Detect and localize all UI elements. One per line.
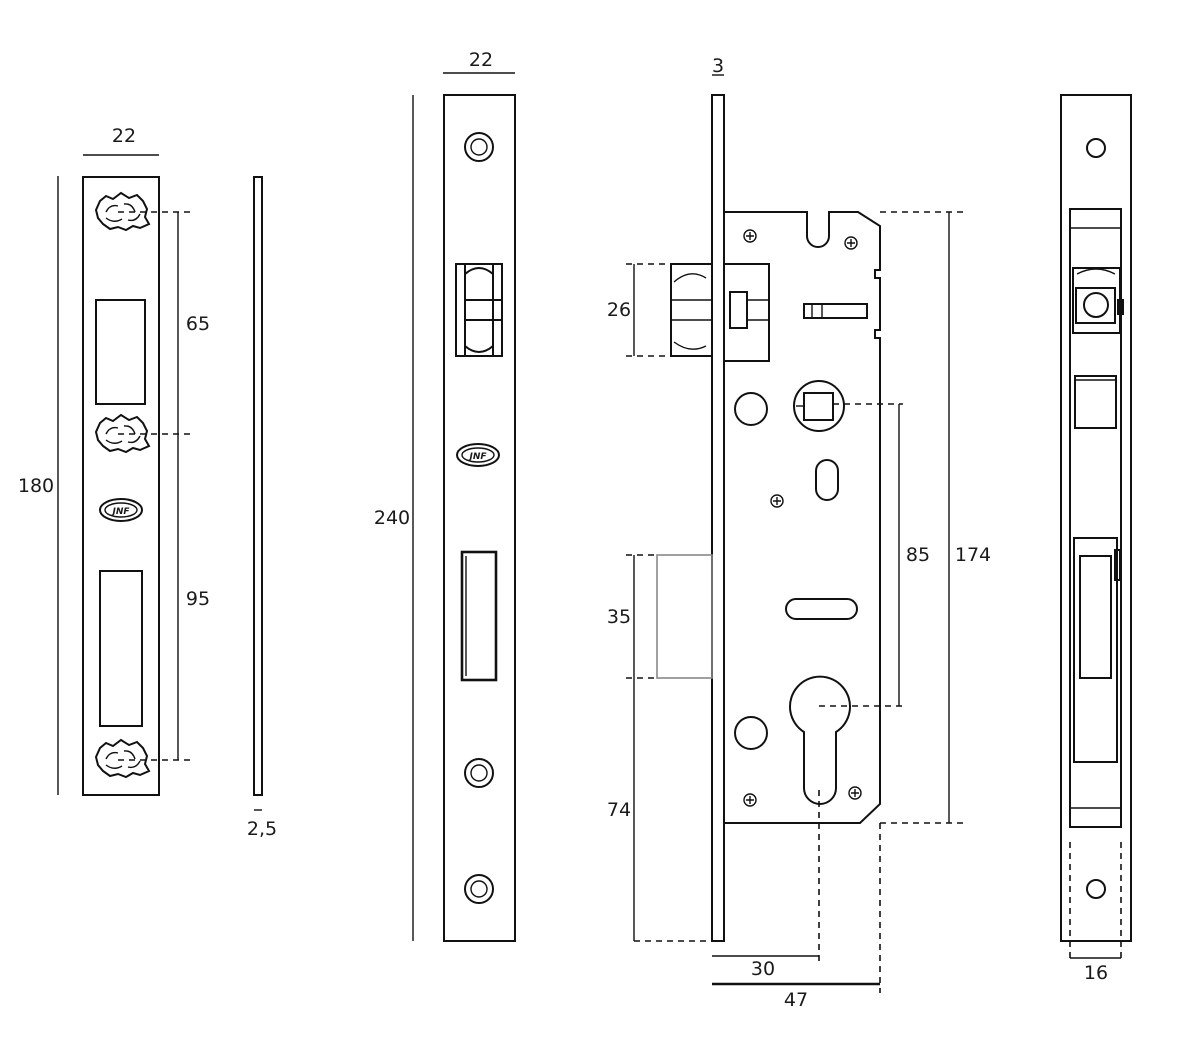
screw-hole-top <box>94 191 151 232</box>
end-view-hole-top <box>1086 138 1106 158</box>
strike-height-label: 180 <box>18 475 54 497</box>
bottom-offset-dimension: 74 <box>607 678 712 942</box>
latch-height-label: 26 <box>607 299 631 321</box>
depth-label: 47 <box>784 989 808 1011</box>
body-height-dimension: 174 <box>880 211 991 824</box>
end-view-outline <box>1060 94 1132 942</box>
end-view-deadbolt <box>1073 537 1121 763</box>
end-view: 16 <box>1060 94 1132 984</box>
strike-plate-view: 22 180 JNF 65 95 <box>18 125 210 796</box>
end-view-latch <box>1072 267 1124 334</box>
case-slot-vertical <box>815 459 839 501</box>
spacing-bottom-label: 95 <box>186 588 210 610</box>
deadbolt-opening <box>99 570 143 727</box>
end-view-width-label: 16 <box>1084 962 1108 984</box>
side-faceplate <box>711 94 725 942</box>
faceplate-view: 22 240 JNF <box>374 49 516 942</box>
faceplate-thickness-label: 3 <box>712 55 724 77</box>
cylinder-cutout <box>789 675 851 805</box>
handle-spindle <box>793 380 845 432</box>
latch-bolt-front <box>455 263 503 357</box>
case-hole-bottom <box>734 716 768 750</box>
backset-label: 30 <box>751 958 775 980</box>
plate-profile-view: 2,5 <box>247 176 277 840</box>
end-view-block <box>1074 375 1117 429</box>
bottom-offset-label: 74 <box>607 799 631 821</box>
latch-opening <box>95 299 146 405</box>
strike-width-label: 22 <box>112 125 136 147</box>
faceplate-logo: JNF <box>456 443 500 467</box>
faceplate-logo-text: JNF <box>467 452 487 462</box>
case-slot-horizontal <box>785 598 858 620</box>
case-screws <box>743 229 862 807</box>
faceplate-height-label: 240 <box>374 507 410 529</box>
center-distance-dimension: 85 <box>819 403 930 707</box>
end-view-hole-bottom <box>1086 879 1106 899</box>
brand-logo: JNF <box>99 498 143 522</box>
latch-bolt-side <box>670 263 770 362</box>
deadbolt-height-label: 35 <box>607 606 631 628</box>
brand-logo-text: JNF <box>110 507 130 517</box>
faceplate-outline <box>443 94 516 942</box>
screw-hole-middle <box>94 413 151 454</box>
faceplate-screw-holes <box>464 132 494 904</box>
body-height-label: 174 <box>955 544 991 566</box>
depth-dimension: 47 <box>712 823 881 1011</box>
screw-hole-bottom <box>94 738 151 779</box>
deadbolt-front <box>460 550 498 682</box>
backset-dimension: 30 <box>712 790 820 980</box>
lock-case-outline <box>723 211 881 824</box>
center-distance-label: 85 <box>906 544 930 566</box>
lock-body-view: 3 26 35 <box>607 55 991 1011</box>
faceplate-width-label: 22 <box>469 49 493 71</box>
profile-thickness-label: 2,5 <box>247 818 277 840</box>
case-hole-top <box>734 392 768 426</box>
strike-plate-outline <box>82 176 160 796</box>
deadbolt-side: 35 <box>607 554 713 679</box>
latch-height-dimension: 26 <box>607 263 671 357</box>
internal-slider <box>803 303 868 319</box>
spacing-top-label: 65 <box>186 313 210 335</box>
